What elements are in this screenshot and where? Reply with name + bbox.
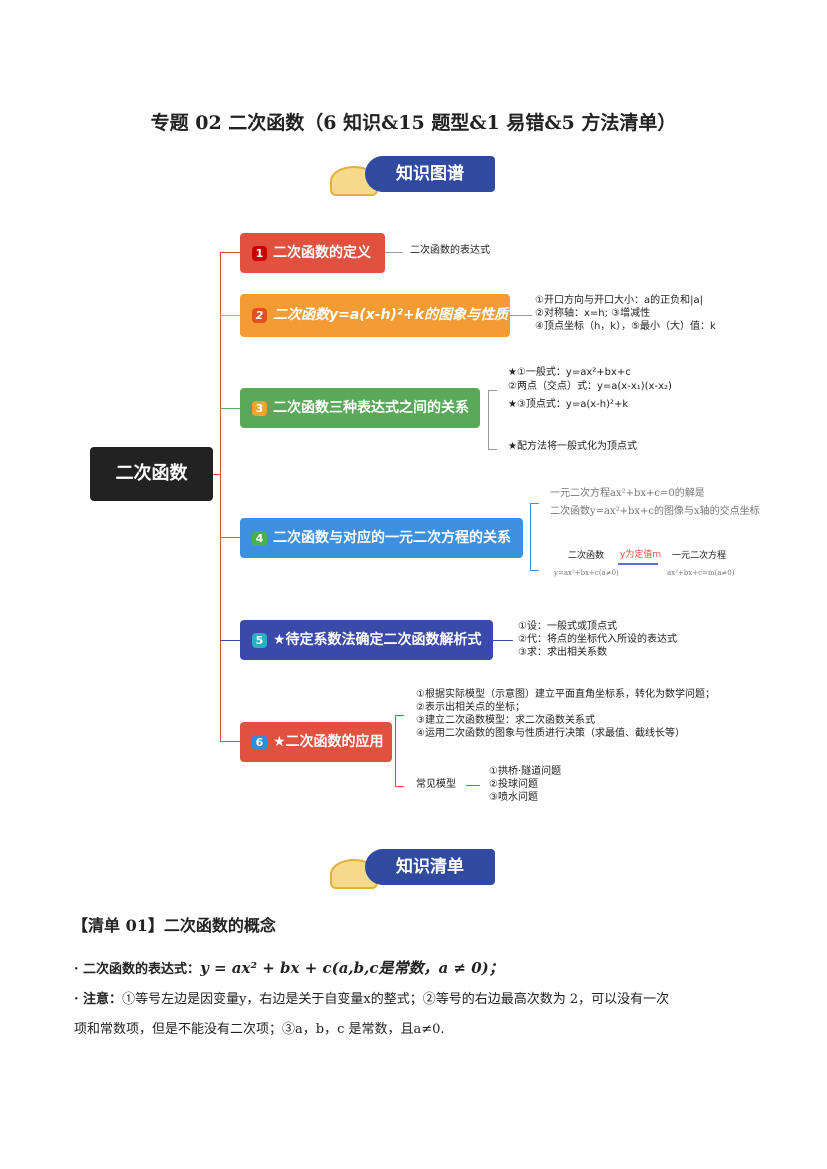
text: ②表示出相关点的坐标； <box>416 702 525 713</box>
text: ★配方法将一般式化为顶点式 <box>508 441 637 452</box>
banner-knowledge-list: 知识清单 <box>330 845 500 889</box>
connector-line <box>510 315 532 316</box>
node-4: 4 二次函数与对应的一元二次方程的关系 <box>240 518 523 558</box>
text: ②代：将点的坐标代入所设的表达式 <box>518 634 677 645</box>
text: ★二次函数的应用 <box>273 734 384 750</box>
text: 常见模型 <box>416 779 456 790</box>
text: · 二次函数的表达式： <box>74 962 201 977</box>
connector-line <box>220 315 240 316</box>
page-title: 专题 02 二次函数（6 知识&15 题型&1 易错&5 方法清单） <box>150 112 677 134</box>
text: ★①一般式：y=ax²+bx+c <box>508 367 631 378</box>
node-6: 6 ★二次函数的应用 <box>240 722 392 762</box>
node-5: 5 ★待定系数法确定二次函数解析式 <box>240 620 493 660</box>
text: · 注意： <box>74 992 123 1007</box>
text: ①等号左边是因变量y，右边是关于自变量x的整式；②等号的右边最高次数为 2，可以… <box>122 992 670 1007</box>
text: 一元二次方程 <box>672 551 727 561</box>
text: ③建立二次函数模型：求二次函数关系式 <box>416 715 595 726</box>
text: ④运用二次函数的图象与性质进行决策（求最值、截线长等） <box>416 728 685 739</box>
text: 知识清单 <box>365 849 495 885</box>
text: 二次函数与对应的一元二次方程的关系 <box>273 530 511 546</box>
text: 二次函数三种表达式之间的关系 <box>273 400 469 416</box>
text: ★③顶点式：y=a(x-h)²+k <box>508 399 629 410</box>
mindmap-center-node: 二次函数 <box>90 447 213 501</box>
text: 2 <box>252 307 267 323</box>
arrow-icon <box>618 563 658 565</box>
text: ①拱桥·隧道问题 <box>489 766 562 777</box>
node-2-details: ①开口方向与开口大小：a的正负和|a| ②对称轴：x=h; ③增减性 ④顶点坐标（h… <box>535 294 716 333</box>
text: 二次函数y=ax²+bx+c的图像与x轴的交点坐标 <box>550 506 760 517</box>
node-2: 2 二次函数y=a(x-h)²+k的图象与性质 <box>240 294 510 337</box>
connector-line: ①设：一般式或顶点式 ②代：将点的坐标代入所设的表达式 ③求：求出相关系数 <box>518 620 677 659</box>
text: ③求：求出相关系数 <box>518 647 607 658</box>
connector-line <box>213 474 221 475</box>
text: ④顶点坐标（h，k），⑤最小（大）值：k <box>535 321 716 332</box>
text: ①开口方向与开口大小：a的正负和|a| <box>535 295 703 306</box>
connector-line <box>488 390 497 450</box>
text: y=ax²+bx+c(a≠0) <box>554 569 619 577</box>
text: 二次函数的表达式 <box>410 245 490 256</box>
text: ②投球问题 <box>489 779 538 790</box>
text: ①设：一般式或顶点式 <box>518 621 617 632</box>
connector-line <box>466 785 480 786</box>
text: ★待定系数法确定二次函数解析式 <box>273 632 482 648</box>
connector-line <box>385 252 403 253</box>
connector-line: · 注意：①等号左边是因变量y，右边是关于自变量x的整式；②等号的右边最高次数为… <box>74 988 669 1007</box>
connector-line <box>220 640 240 641</box>
text: ②对称轴：x=h; ③增减性 <box>535 308 651 319</box>
connector-line <box>220 252 221 742</box>
text: 二次函数 <box>568 551 605 561</box>
connector-line: ①根据实际模型（示意图）建立平面直角坐标系，转化为数学问题； ②表示出相关点的坐标… <box>416 688 715 740</box>
text: 知识图谱 <box>365 156 495 192</box>
text: ①根据实际模型（示意图）建立平面直角坐标系，转化为数学问题； <box>416 689 715 700</box>
text: 5 <box>252 632 267 648</box>
text: 一元二次方程ax²+bx+c=0的解是 <box>550 488 705 499</box>
banner-knowledge-map: 知识图谱 <box>330 152 500 196</box>
connector-line <box>220 252 240 253</box>
text: 二次函数y=a(x-h)²+k的图象与性质 <box>273 307 509 323</box>
connector-line: ①拱桥·隧道问题 ②投球问题 ③喷水问题 <box>489 765 561 804</box>
section-heading: 【清单 01】二次函数的概念 <box>72 916 276 935</box>
text: 项和常数项，但是不能没有二次项；③a，b，c 是常数，且a≠0. <box>74 1022 445 1037</box>
connector-line <box>220 537 240 538</box>
text: y = ax² + bx + c(a,b,c是常数，a ≠ 0)； <box>200 959 504 977</box>
node-1: 1 二次函数的定义 <box>240 233 385 273</box>
node-3: 3 二次函数三种表达式之间的关系 <box>240 388 480 428</box>
text: ②两点（交点）式：y=a(x-x₁)(x-x₂) <box>508 381 672 392</box>
text: 1 <box>252 245 267 261</box>
text: 6 <box>252 734 267 750</box>
text: y为定值m <box>620 550 662 560</box>
text: 3 <box>252 400 267 416</box>
connector-line <box>220 741 240 742</box>
connector-line: · 二次函数的表达式：y = ax² + bx + c(a,b,c是常数，a ≠… <box>74 957 504 978</box>
connector-line <box>220 408 240 409</box>
connector-line <box>395 715 404 787</box>
text: ax²+bx+c=m(a≠0) <box>667 569 735 577</box>
text: 4 <box>252 530 267 546</box>
text: ③喷水问题 <box>489 792 538 803</box>
connector-line <box>530 503 539 571</box>
text: 二次函数的定义 <box>273 245 371 261</box>
connector-line <box>493 640 513 641</box>
